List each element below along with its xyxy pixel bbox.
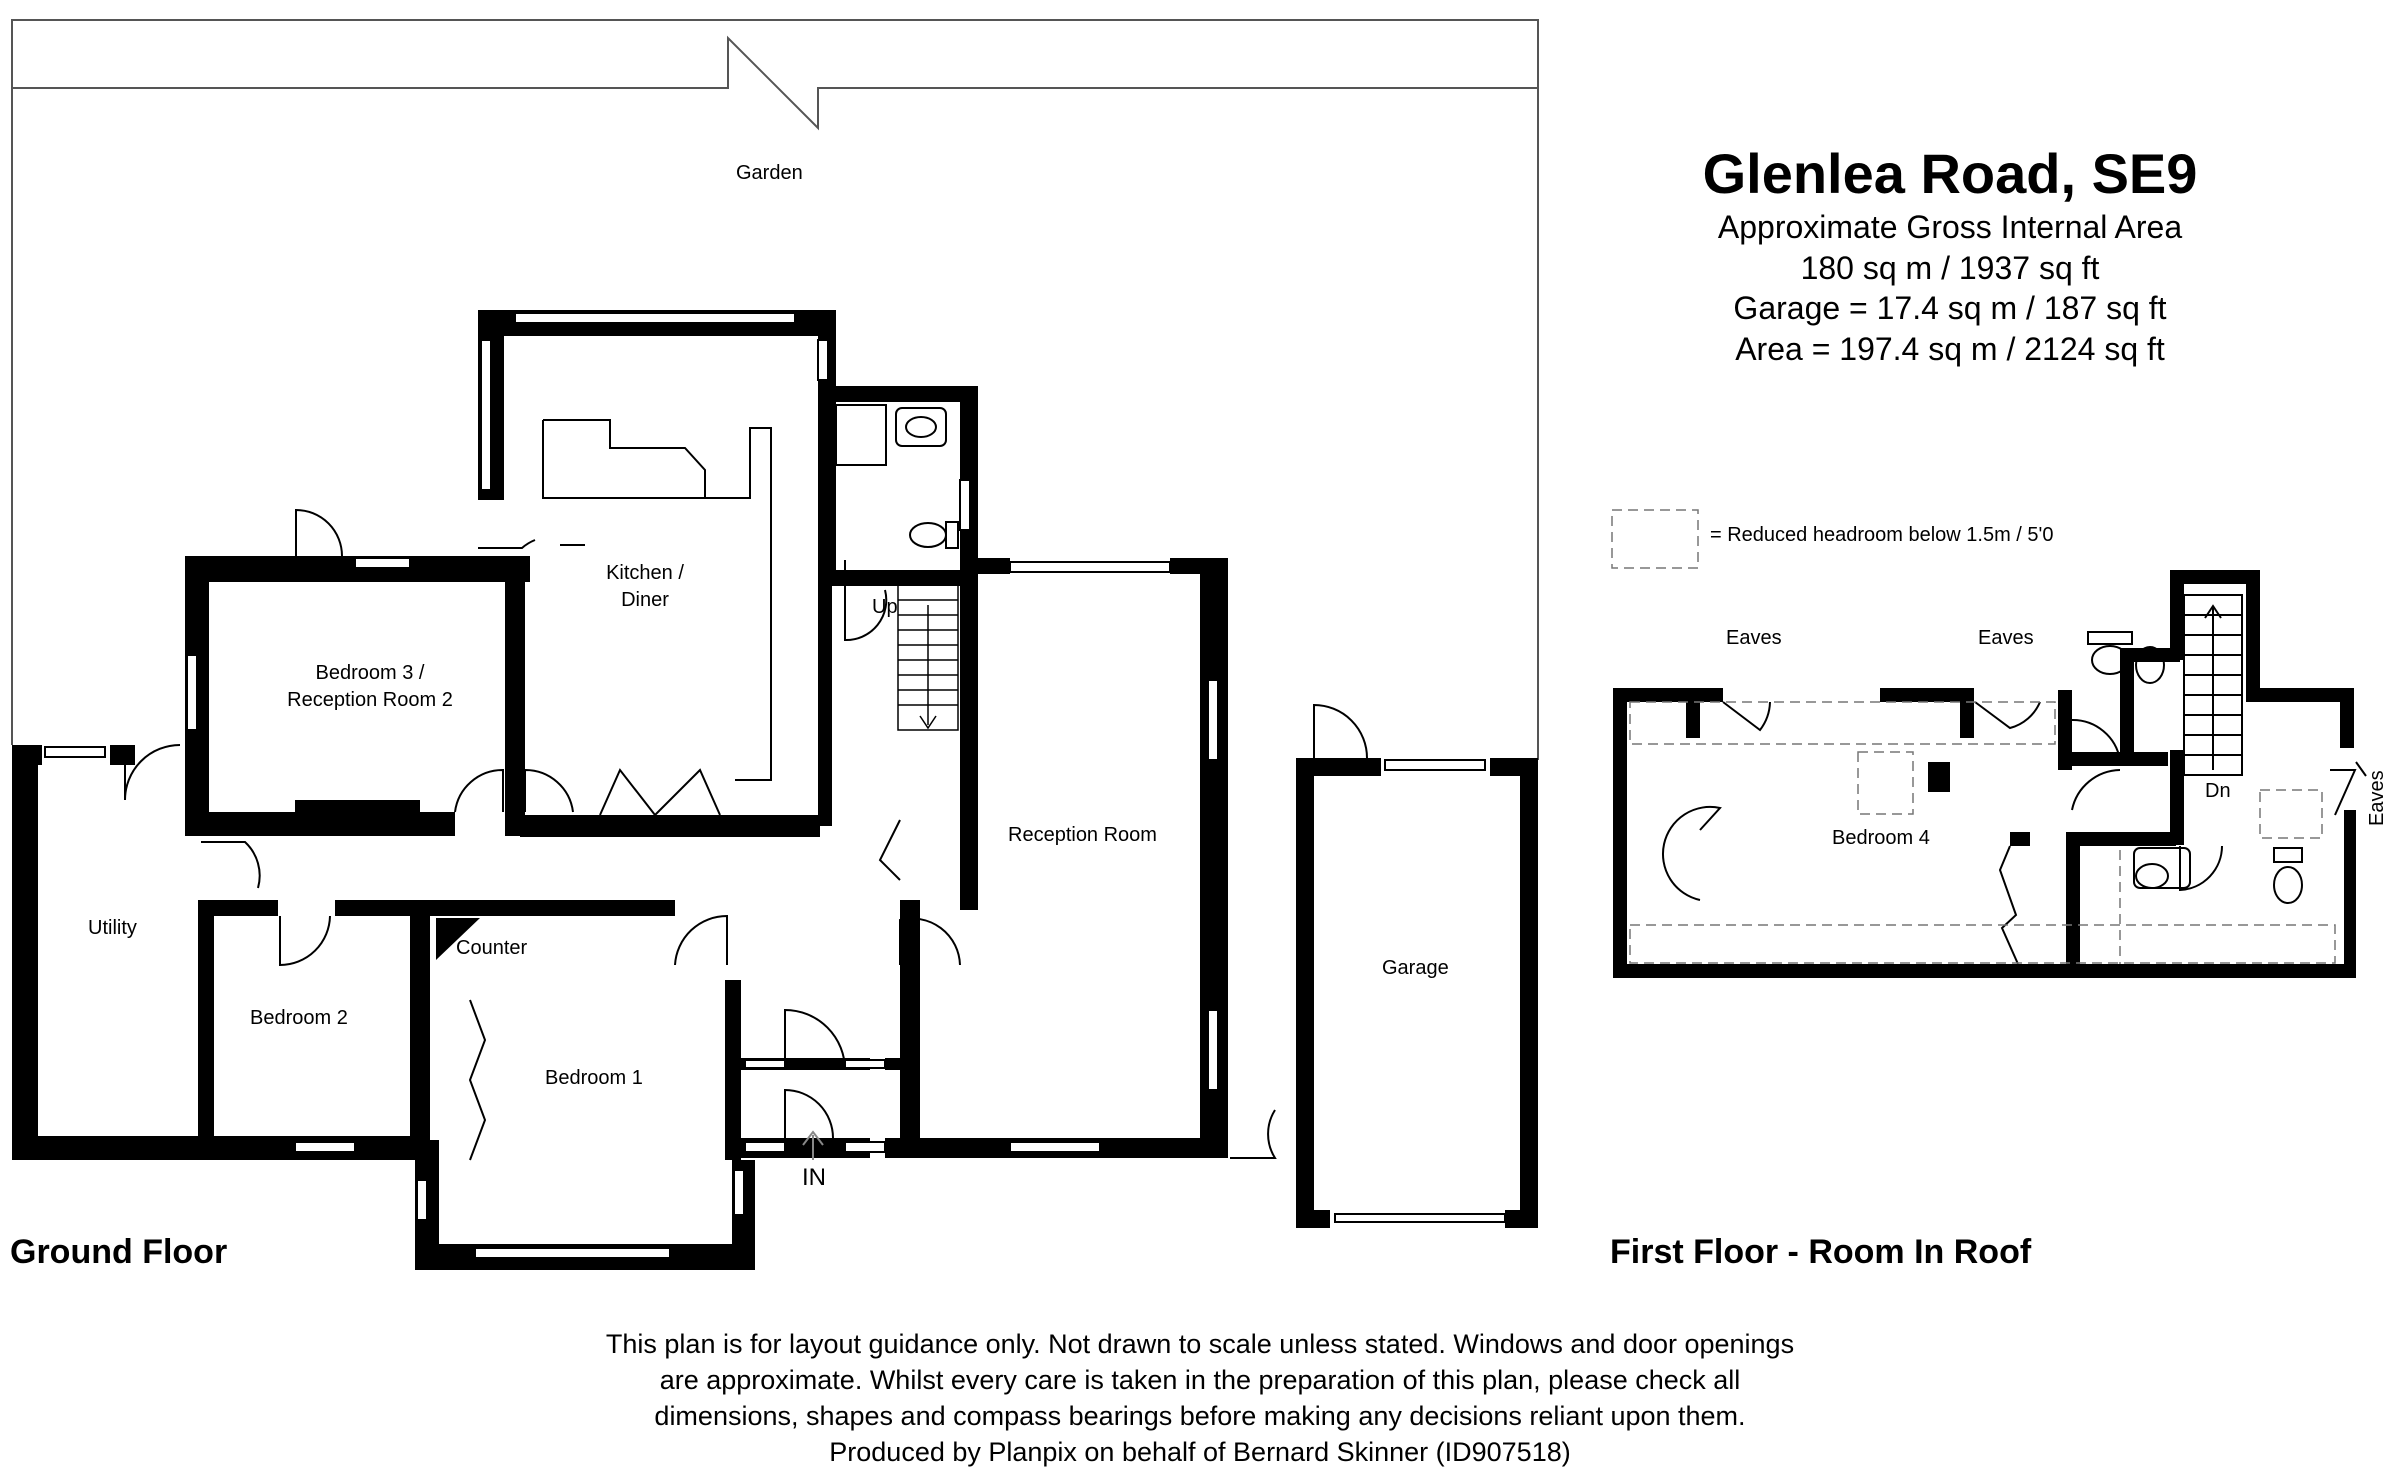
eaves-label-side: Eaves bbox=[2366, 770, 2388, 826]
garden-boundary bbox=[11, 19, 1539, 760]
room-label-bedroom3: Bedroom 3 /Reception Room 2 bbox=[287, 662, 453, 711]
disclaimer-line-2: are approximate. Whilst every care is ta… bbox=[659, 1365, 1741, 1395]
disclaimer-line-1: This plan is for layout guidance only. N… bbox=[605, 1329, 1795, 1359]
ground-floor-title: Ground Floor bbox=[10, 1233, 228, 1271]
disclaimer-line-4: Produced by Planpix on behalf of Bernard… bbox=[829, 1437, 1571, 1467]
room-label-utility: Utility bbox=[88, 917, 137, 939]
room-label-garden: Garden bbox=[736, 162, 803, 184]
chimney-block bbox=[1928, 762, 1950, 792]
room-label-kitchen: Kitchen /Diner bbox=[606, 562, 684, 611]
room-label-bedroom1: Bedroom 1 bbox=[545, 1067, 643, 1089]
eaves-label-right: Eaves bbox=[1978, 627, 2034, 649]
stairs-up-label: Up bbox=[872, 596, 898, 618]
room-label-bedroom4: Bedroom 4 bbox=[1832, 827, 1930, 849]
counter-shape bbox=[436, 918, 480, 960]
ground-doors bbox=[124, 508, 1368, 1161]
disclaimer-line-3: dimensions, shapes and compass bearings … bbox=[654, 1401, 1746, 1431]
area-line-4: Area = 197.4 sq m / 2124 sq ft bbox=[1735, 331, 2165, 368]
ground-floor-walls bbox=[12, 310, 1538, 1270]
legend-reduced-headroom: = Reduced headroom below 1.5m / 5'0 bbox=[1710, 524, 2054, 546]
room-label-reception: Reception Room bbox=[1008, 824, 1157, 846]
room-label-garage: Garage bbox=[1382, 957, 1449, 979]
ground-bathroom-fixtures bbox=[835, 404, 959, 549]
reduced-headroom-areas bbox=[1611, 509, 2336, 964]
area-line-2: 180 sq m / 1937 sq ft bbox=[1800, 249, 2100, 286]
first-floor-title: First Floor - Room In Roof bbox=[1610, 1233, 2032, 1271]
kitchen-counters bbox=[542, 419, 772, 781]
first-floor-lines bbox=[1661, 594, 2367, 965]
room-label-bedroom2: Bedroom 2 bbox=[250, 1007, 348, 1029]
entrance-arrow-icon bbox=[802, 1130, 824, 1160]
eaves-label-left: Eaves bbox=[1726, 627, 1782, 649]
area-line-3: Garage = 17.4 sq m / 187 sq ft bbox=[1733, 290, 2167, 327]
ground-windows bbox=[44, 312, 1506, 1259]
disclaimer: This plan is for layout guidance only. N… bbox=[480, 1326, 1920, 1470]
address-title: Glenlea Road, SE9 bbox=[1702, 142, 2198, 205]
area-line-1: Approximate Gross Internal Area bbox=[1717, 209, 2183, 246]
ground-stairs bbox=[897, 584, 959, 731]
title-block: Glenlea Road, SE9 Approximate Gross Inte… bbox=[1600, 140, 2300, 370]
first-floor-walls bbox=[1613, 570, 2356, 978]
room-label-counter: Counter bbox=[456, 937, 528, 959]
entrance-label: IN bbox=[802, 1164, 826, 1191]
stairs-down-label: Dn bbox=[2205, 780, 2231, 802]
